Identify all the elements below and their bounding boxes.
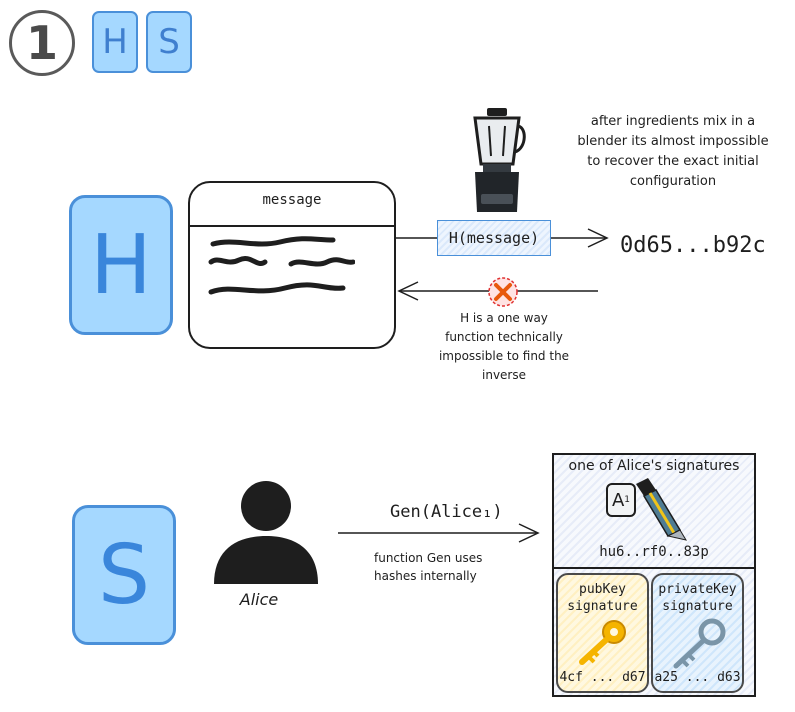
one-way-note-line-3: impossible to find the — [438, 349, 570, 363]
one-way-note-line-2: function technically — [445, 330, 563, 344]
pubkey-title-line-2: signature — [567, 599, 638, 614]
gen-note-line-2: hashes internally — [374, 569, 477, 583]
message-divider — [188, 225, 396, 227]
blender-note-line-2: blender its almost impossible — [577, 134, 769, 149]
signature-box-title: one of Alice's signatures — [568, 458, 740, 474]
message-title: message — [262, 192, 322, 208]
blender-note-line-3: to recover the exact initial — [587, 154, 759, 169]
privatekey-title-line-1: privateKey — [658, 582, 737, 597]
pubkey-title-line-1: pubKey — [579, 582, 626, 597]
privatekey-card — [651, 573, 744, 693]
message-scribble — [208, 236, 355, 295]
privatekey-title-line-2: signature — [662, 599, 733, 614]
one-way-note-line-1: H is a one way — [460, 311, 548, 325]
chip-h: H — [92, 11, 138, 73]
person-icon — [214, 481, 318, 584]
fountain-pen-icon — [636, 478, 688, 541]
old-key-icon — [673, 618, 726, 669]
gen-note-line-1: function Gen uses — [374, 551, 483, 565]
hash-function-box: H(message) — [437, 220, 551, 256]
chip-s: S — [146, 11, 192, 73]
blender-note-line-4: configuration — [629, 174, 717, 189]
hash-tile: H — [69, 195, 173, 335]
privatekey-card-title: privateKey signature — [651, 581, 744, 615]
privatekey-card-value: a25 ... d63 — [654, 670, 741, 685]
chip-s-label: S — [158, 22, 180, 62]
person-label: Alice — [239, 590, 279, 609]
message-card — [188, 181, 396, 349]
chip-h-label: H — [102, 22, 128, 62]
hash-output: 0d65...b92c — [620, 233, 766, 258]
hash-tile-letter: H — [90, 217, 152, 313]
pubkey-card-title: pubKey signature — [556, 581, 649, 615]
golden-key-icon — [579, 620, 626, 665]
document-badge-subscript: 1 — [624, 495, 631, 505]
step-number: 1 — [25, 16, 58, 70]
pubkey-card-value: 4cf ... d67 — [559, 670, 646, 685]
signature-divider — [552, 567, 756, 569]
signature-tile-letter: S — [97, 527, 151, 623]
blender-icon — [473, 108, 526, 212]
one-way-note: H is a one way function technically impo… — [414, 309, 594, 385]
step-number-badge: 1 — [9, 10, 75, 76]
document-badge-letter: A — [611, 489, 625, 511]
x-mark-icon — [488, 277, 518, 307]
gen-note: function Gen uses hashes internally — [374, 549, 482, 585]
one-way-note-line-4: inverse — [482, 368, 526, 382]
signature-tile: S — [72, 505, 176, 645]
gen-label: Gen(Alice₁) — [390, 502, 503, 522]
blender-note-line-1: after ingredients mix in a — [590, 114, 756, 129]
blender-note: after ingredients mix in a blender its a… — [553, 112, 793, 192]
hash-function-label: H(message) — [448, 229, 540, 247]
signature-value: hu6..rf0..83p — [599, 544, 709, 560]
